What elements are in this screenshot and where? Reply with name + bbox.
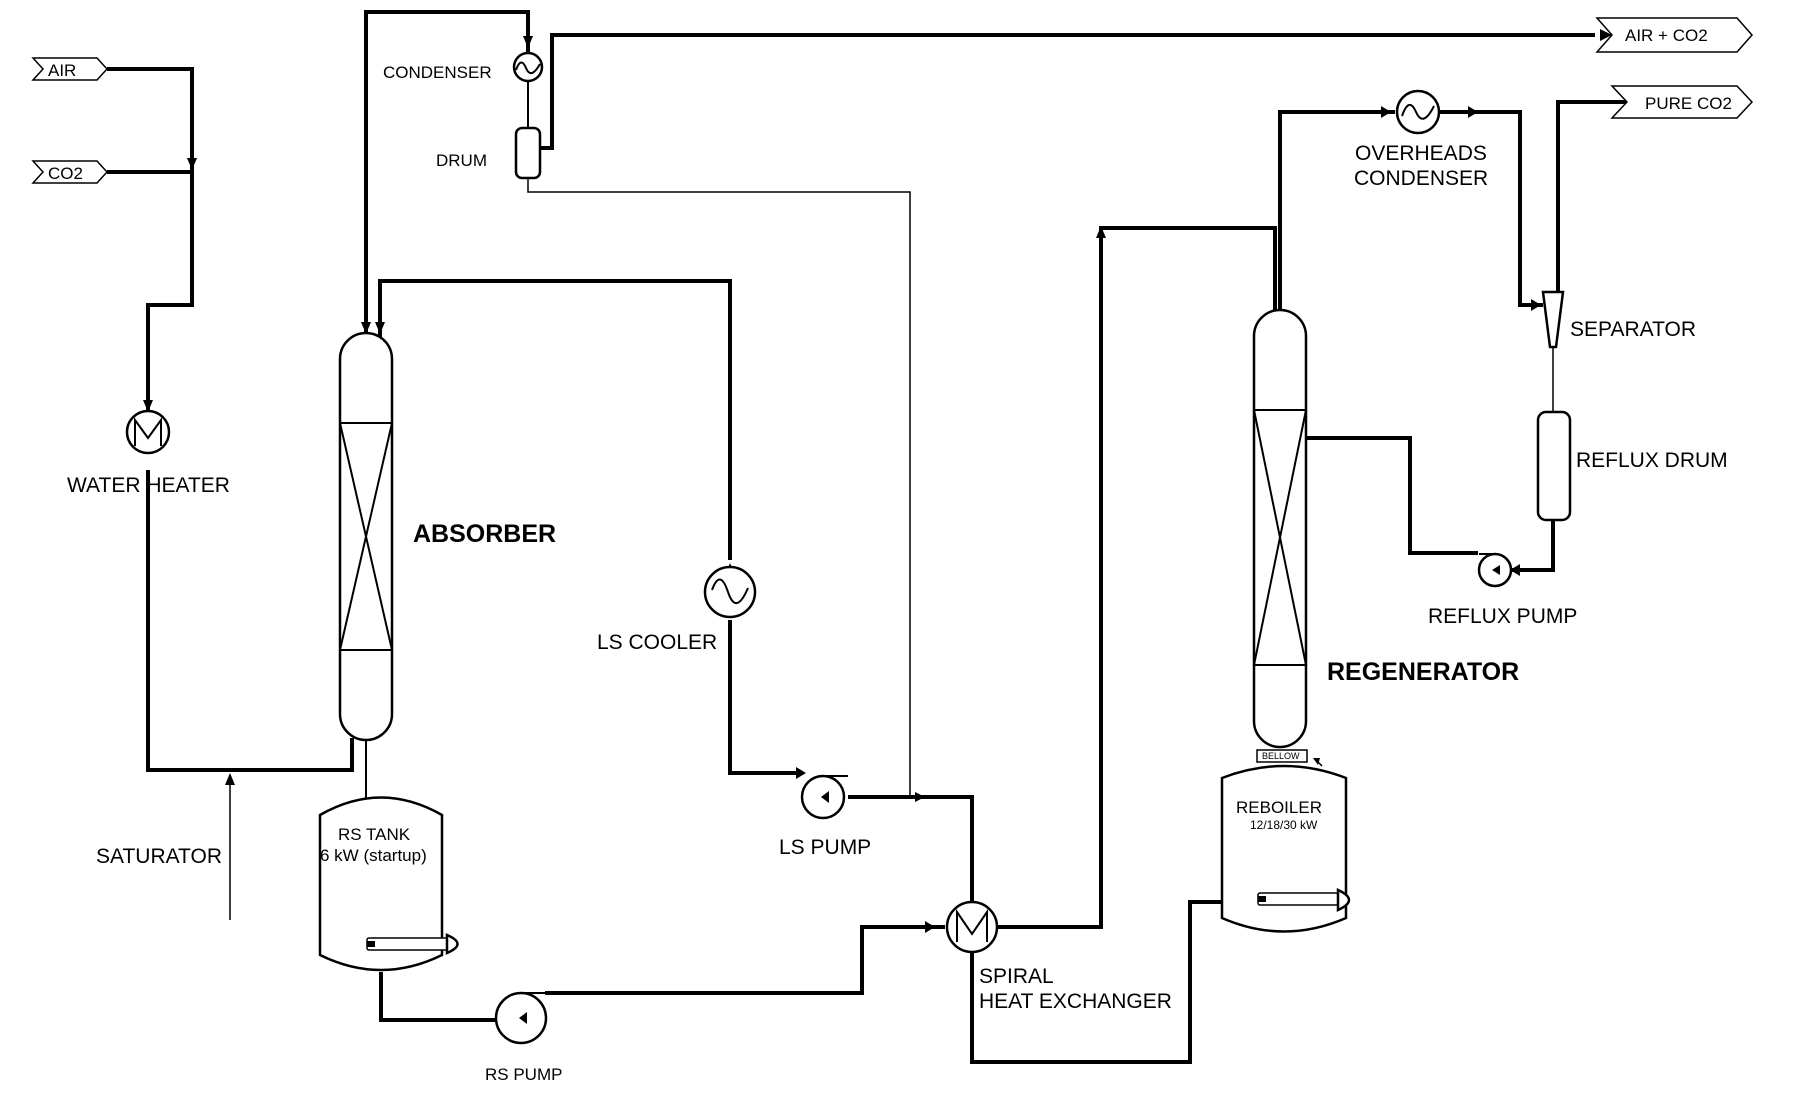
thin-lines [229,178,1554,920]
pure-co2-out-label: PURE CO2 [1645,94,1732,113]
ls-pump-label: LS PUMP [779,836,871,859]
reboiler-power: 12/18/30 kW [1250,818,1318,832]
regenerator-label: REGENERATOR [1327,658,1519,686]
rs-tank: RS TANK 6 kW (startup) [318,796,459,972]
co2-in-label: CO2 [48,164,83,183]
water-heater: WATER HEATER [67,409,230,497]
stream-tag-pure-co2-out: PURE CO2 [1610,85,1754,119]
ls-cooler-label: LS COOLER [597,631,717,654]
separator-label: SEPARATOR [1570,318,1696,341]
water-heater-label: WATER HEATER [67,474,230,497]
absorber-label: ABSORBER [413,520,556,548]
spiral-heat-exchanger: SPIRAL HEAT EXCHANGER [945,900,1172,1013]
stream-tag-air-co2-out: AIR + CO2 [1595,17,1754,53]
bellow: BELLOW [1256,749,1308,763]
condenser: CONDENSER [383,51,544,83]
condenser-label: CONDENSER [383,63,492,82]
ls-pump: LS PUMP [779,774,871,859]
separator: SEPARATOR [1541,290,1696,349]
reboiler-label: REBOILER [1236,798,1322,817]
overheads-condenser: OVERHEADS CONDENSER [1354,89,1488,190]
bellow-label: BELLOW [1262,751,1300,761]
reboiler: REBOILER 12/18/30 kW [1220,764,1351,933]
reflux-drum-label: REFLUX DRUM [1576,449,1728,472]
drum: DRUM [436,126,542,180]
rs-pump-label: RS PUMP [485,1065,562,1084]
spiral-hx-label-line2: HEAT EXCHANGER [979,990,1172,1013]
stream-tag-co2-in: CO2 [31,160,109,184]
rs-pump: RS PUMP [485,991,562,1084]
stream-tag-air-in: AIR [31,57,109,81]
absorber-column: ABSORBER [338,331,556,742]
regenerator-column: REGENERATOR [1252,308,1519,749]
rs-tank-power: 6 kW (startup) [320,846,427,865]
overheads-condenser-label-line1: OVERHEADS [1355,142,1487,165]
overheads-condenser-label-line2: CONDENSER [1354,167,1488,190]
saturator-label: SATURATOR [96,845,222,868]
ls-cooler: LS COOLER [597,565,757,654]
spiral-hx-label-line1: SPIRAL [979,965,1054,988]
reflux-pump-label: REFLUX PUMP [1428,605,1577,628]
air-co2-out-label: AIR + CO2 [1625,26,1708,45]
reflux-pump: REFLUX PUMP [1428,552,1577,628]
air-in-label: AIR [48,61,76,80]
reflux-drum: REFLUX DRUM [1536,410,1728,522]
rs-tank-label: RS TANK [338,825,411,844]
drum-label: DRUM [436,151,487,170]
